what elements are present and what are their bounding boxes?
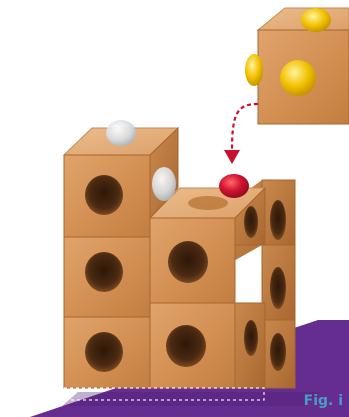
peg-icon [280, 60, 316, 96]
dashed-arrow-icon [224, 102, 259, 164]
peg-icon [301, 8, 331, 32]
left-column [62, 126, 180, 389]
figure-label: Fig. i [303, 393, 343, 409]
peg-icon [245, 54, 263, 86]
front-right-column [148, 186, 267, 389]
platform-shadow [62, 392, 320, 406]
base-outline [63, 387, 265, 401]
floating-cube [245, 7, 349, 125]
peg-icon [106, 120, 249, 201]
